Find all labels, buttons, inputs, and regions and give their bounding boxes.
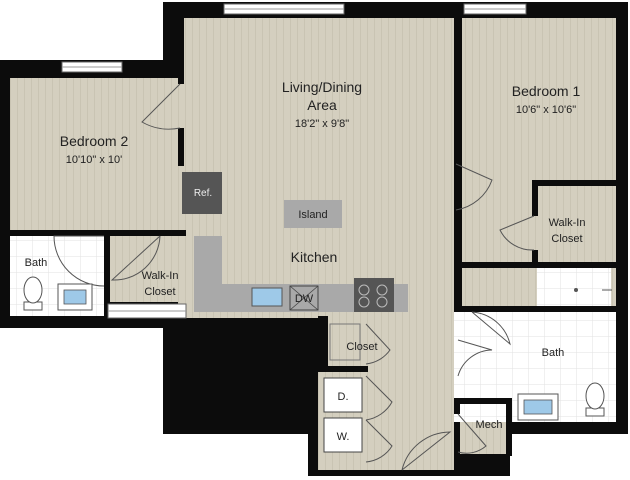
living-room-dims: 18'2" x 9'8" — [295, 118, 349, 130]
refrigerator-label: Ref. — [194, 188, 212, 199]
walkin-right-label-2: Closet — [551, 233, 582, 245]
door-swing-icon — [141, 83, 181, 130]
sink-icon — [57, 283, 93, 311]
living-floor — [178, 18, 454, 318]
living-room-label-2: Area — [307, 97, 337, 113]
door-swing-icon — [471, 311, 511, 346]
door-swing-icon — [455, 163, 493, 211]
shower-drain-icon — [574, 288, 612, 292]
door-swing-icon — [457, 413, 487, 454]
island — [284, 200, 342, 228]
mech-label: Mech — [476, 419, 503, 431]
bedroom1-label: Bedroom 1 — [512, 83, 581, 99]
door-swing-icon — [401, 431, 452, 471]
door-swing-icon — [457, 339, 493, 377]
dishwasher — [289, 285, 319, 311]
dryer-label: D. — [338, 391, 349, 403]
bath-left-label: Bath — [25, 257, 48, 269]
bedroom2-floor — [10, 78, 178, 230]
door-swing-icon — [499, 215, 535, 251]
sink-icon — [517, 393, 559, 421]
cooktop-icon — [354, 278, 394, 312]
bath-right-label: Bath — [542, 347, 565, 359]
door-swing-icon — [365, 323, 391, 365]
dryer — [323, 377, 363, 413]
sink-icon — [251, 287, 283, 307]
closet-rod — [329, 323, 361, 361]
dishwasher-label: DW — [295, 293, 314, 305]
toilet-icon — [585, 382, 605, 417]
island-label: Island — [298, 209, 327, 221]
door-swing-icon — [53, 235, 105, 287]
door-swing-icon — [110, 235, 161, 281]
window-icon — [61, 3, 527, 319]
washer — [323, 417, 363, 453]
bedroom2-label: Bedroom 2 — [60, 133, 129, 149]
bedroom2-dims: 10'10" x 10' — [66, 154, 122, 166]
walkin-right-floor — [536, 186, 616, 262]
walkin-right-label: Walk-In — [549, 217, 586, 229]
refrigerator — [182, 172, 222, 214]
closet-label: Closet — [346, 341, 377, 353]
walkin-left-label: Walk-In — [142, 270, 179, 282]
toilet-icon — [23, 276, 43, 311]
kitchen-label: Kitchen — [291, 249, 338, 265]
bedroom1-dims: 10'6" x 10'6" — [516, 104, 576, 116]
washer-label: W. — [337, 431, 350, 443]
walkin-left-label-2: Closet — [144, 286, 175, 298]
interior-walls — [0, 12, 616, 456]
door-swing-icon — [365, 419, 393, 463]
living-room-label: Living/Dining — [282, 79, 362, 95]
door-swing-icon — [365, 375, 393, 421]
